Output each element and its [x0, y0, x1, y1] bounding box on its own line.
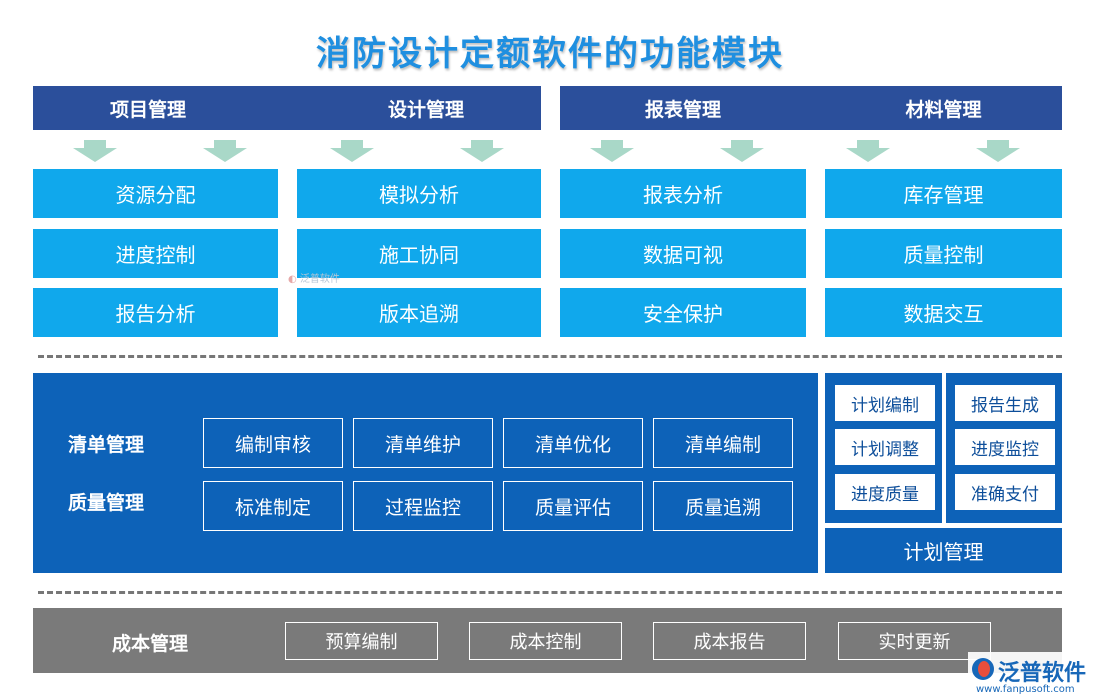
box-progress-monitor: 进度监控: [954, 428, 1056, 466]
box-plan-adjust: 计划调整: [834, 428, 936, 466]
header-report: 报表管理: [644, 98, 721, 121]
down-arrow-icon: [976, 140, 1020, 162]
watermark: ◐ 泛普软件: [288, 270, 340, 285]
box-progress-quality: 进度质量: [834, 473, 936, 511]
down-arrow-icon: [590, 140, 634, 162]
label-quality-management: 质量管理: [68, 492, 145, 514]
divider-2: [38, 591, 1062, 594]
cell-r1c1: 资源分配: [33, 169, 278, 218]
watermark-logo-icon: ◐: [288, 274, 297, 285]
box-cost-report: 成本报告: [653, 622, 806, 660]
header-project: 项目管理: [109, 98, 186, 121]
box-mid-r2c1: 标准制定: [203, 481, 343, 531]
page-title: 消防设计定额软件的功能模块: [316, 34, 784, 74]
down-arrow-icon: [330, 140, 374, 162]
box-accurate-payment: 准确支付: [954, 473, 1056, 511]
box-realtime-update: 实时更新: [838, 622, 991, 660]
label-list-management: 清单管理: [68, 434, 145, 456]
cell-r2c2: 施工协同: [297, 229, 541, 278]
brand-logo-url: www.fanpusoft.com: [976, 684, 1075, 695]
brand-logo: 泛普软件 www.fanpusoft.com: [968, 652, 1096, 698]
brand-logo-text: 泛普软件: [998, 661, 1087, 686]
header-design: 设计管理: [387, 98, 464, 121]
cell-r1c3: 报表分析: [560, 169, 806, 218]
plan-management-footer: 计划管理: [825, 528, 1062, 573]
cell-r2c4: 质量控制: [825, 229, 1062, 278]
box-mid-r1c1: 编制审核: [203, 418, 343, 468]
watermark-text: 泛普软件: [299, 274, 340, 285]
plan-management-label: 计划管理: [903, 540, 984, 564]
down-arrow-icon: [846, 140, 890, 162]
cell-r1c4: 库存管理: [825, 169, 1062, 218]
box-mid-r2c3: 质量评估: [503, 481, 643, 531]
cell-r1c2: 模拟分析: [297, 169, 541, 218]
box-mid-r1c3: 清单优化: [503, 418, 643, 468]
cell-r3c3: 安全保护: [560, 288, 806, 337]
divider-1: [38, 355, 1062, 358]
cell-r3c2: 版本追溯: [297, 288, 541, 337]
box-mid-r2c2: 过程监控: [353, 481, 493, 531]
down-arrow-icon: [720, 140, 764, 162]
box-mid-r1c4: 清单编制: [653, 418, 793, 468]
box-plan-compile: 计划编制: [834, 384, 936, 422]
box-mid-r2c4: 质量追溯: [653, 481, 793, 531]
middle-panel: [33, 373, 818, 573]
cell-r2c1: 进度控制: [33, 229, 278, 278]
cell-r2c3: 数据可视: [560, 229, 806, 278]
down-arrow-icon: [73, 140, 117, 162]
header-bar-left: 项目管理 设计管理: [33, 86, 541, 130]
brand-logo-icon-mark: [978, 661, 990, 677]
bottom-panel: [33, 608, 1062, 673]
cell-r3c1: 报告分析: [33, 288, 278, 337]
box-report-generate: 报告生成: [954, 384, 1056, 422]
down-arrow-icon: [460, 140, 504, 162]
box-cost-control: 成本控制: [469, 622, 622, 660]
box-budget: 预算编制: [285, 622, 438, 660]
header-material: 材料管理: [905, 98, 982, 121]
box-mid-r1c2: 清单维护: [353, 418, 493, 468]
cell-r3c4: 数据交互: [825, 288, 1062, 337]
header-bar-right: 报表管理 材料管理: [560, 86, 1062, 130]
down-arrow-icon: [203, 140, 247, 162]
label-cost-management: 成本管理: [112, 633, 189, 655]
